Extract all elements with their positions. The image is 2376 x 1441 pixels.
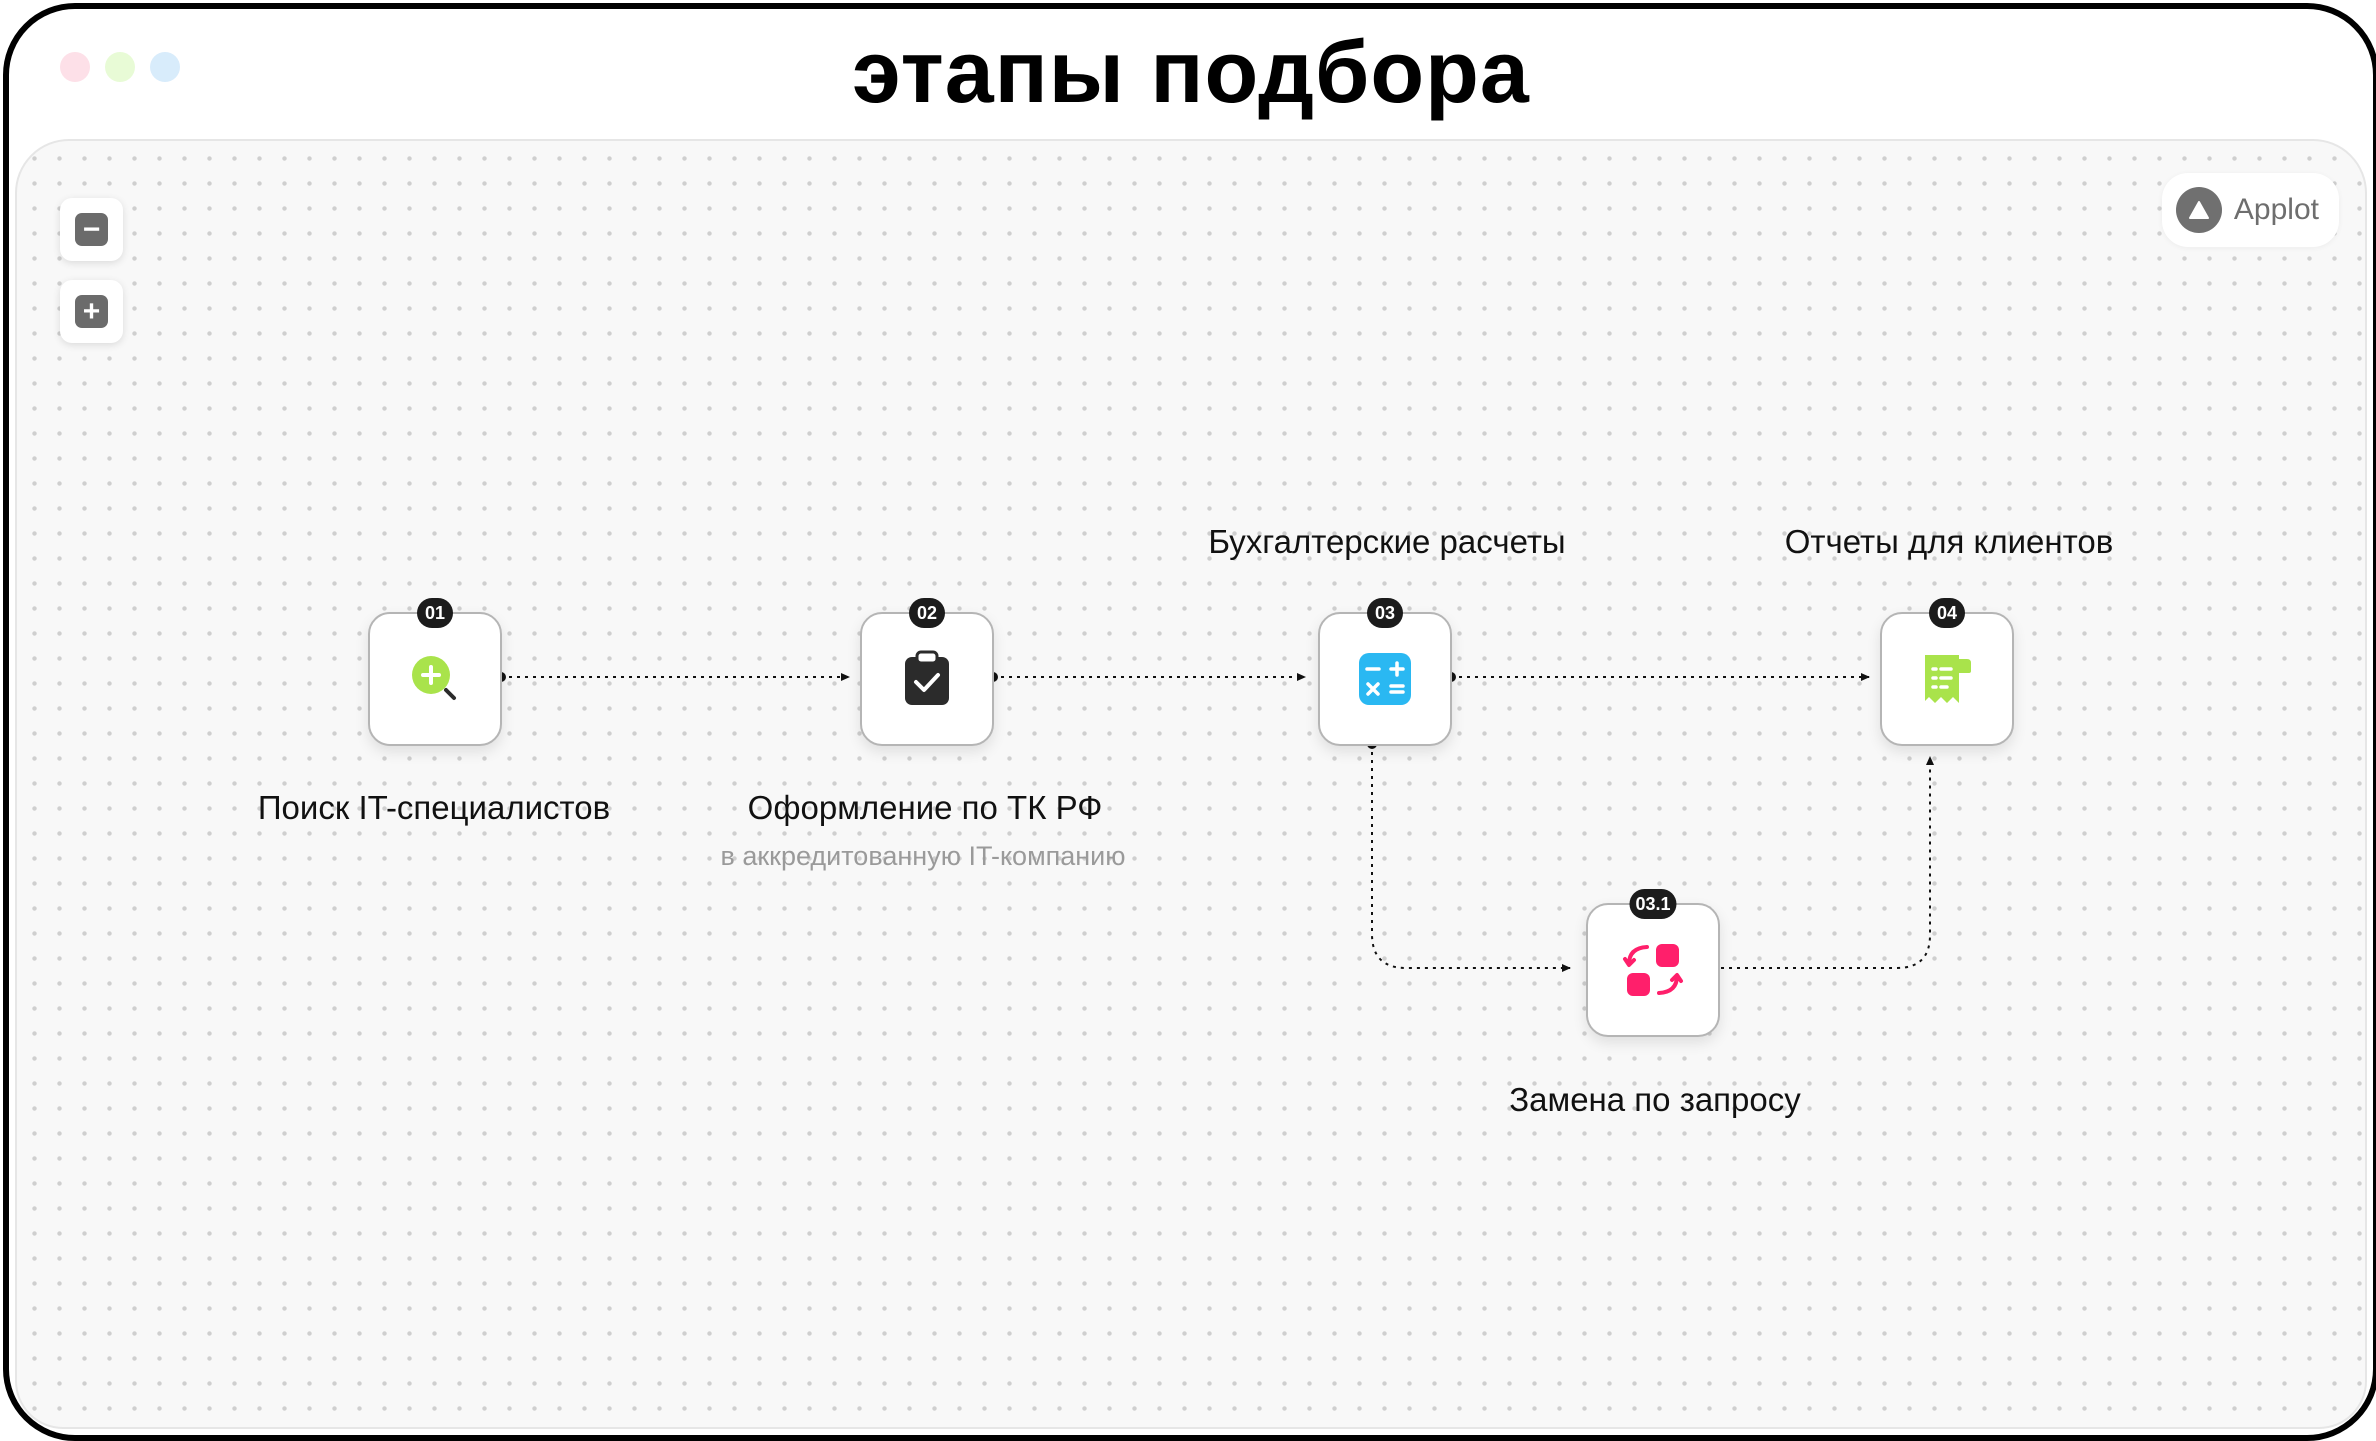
step-02-label: Оформление по ТК РФ xyxy=(747,789,1103,826)
zoom-out-button[interactable]: − xyxy=(60,198,123,261)
calculator-icon xyxy=(1359,653,1411,705)
triangle-logo-icon xyxy=(2175,187,2222,233)
flow-connectors xyxy=(496,672,1934,973)
step-01-badge: 01 xyxy=(417,598,453,628)
step-03-badge: 03 xyxy=(1367,598,1403,628)
plus-icon: + xyxy=(75,295,108,328)
step-04-card[interactable]: 04 xyxy=(1880,598,2014,746)
step-031-label: Замена по запросу xyxy=(1509,1081,1801,1118)
step-04-label: Отчеты для клиентов xyxy=(1784,523,2114,560)
app-window: этапы подбора − + Applot xyxy=(3,3,2376,1441)
connector-03-031-line xyxy=(1371,744,1571,972)
swap-icon xyxy=(1623,944,1683,996)
step-03-label: Бухгалтерские расчеты xyxy=(1208,523,1566,560)
step-031-card[interactable]: 03.1 xyxy=(1586,889,1720,1037)
step-04-badge: 04 xyxy=(1929,598,1965,628)
zoom-in-button[interactable]: + xyxy=(60,280,123,343)
minimize-dot[interactable] xyxy=(105,52,135,82)
search-plus-icon xyxy=(412,656,456,700)
step-02-badge: 02 xyxy=(909,598,945,628)
brand-name: Applot xyxy=(2233,193,2319,226)
window-title: этапы подбора xyxy=(852,22,1530,121)
step-02-sublabel: в аккредитованную IT-компанию xyxy=(720,841,1126,871)
window-controls xyxy=(60,52,180,82)
clipboard-check-icon xyxy=(905,650,949,705)
brand-badge: Applot xyxy=(2161,173,2339,247)
step-02-card[interactable]: 02 xyxy=(860,598,994,746)
close-dot[interactable] xyxy=(60,52,90,82)
minus-icon: − xyxy=(75,213,108,246)
step-03-card[interactable]: 03 xyxy=(1318,598,1452,746)
connector-031-04 xyxy=(1705,756,1934,969)
step-01-card[interactable]: 01 xyxy=(368,598,502,746)
maximize-dot[interactable] xyxy=(150,52,180,82)
step-01-label: Поиск IT-специалистов xyxy=(257,789,611,826)
step-031-badge: 03.1 xyxy=(1629,889,1677,919)
receipt-icon xyxy=(1925,655,1971,703)
flow-canvas[interactable]: − + Applot xyxy=(15,139,2367,1429)
